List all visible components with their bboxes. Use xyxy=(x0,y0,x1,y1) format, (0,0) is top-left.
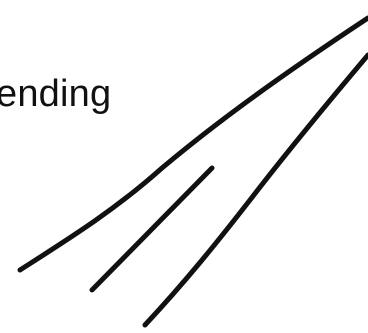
left-branch-line xyxy=(20,18,368,270)
